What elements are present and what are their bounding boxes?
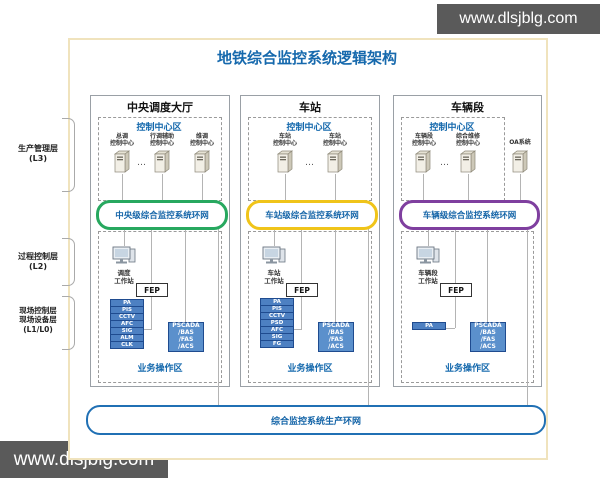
connector-line: [335, 174, 336, 200]
subsystem-cell: PA: [412, 322, 446, 330]
ring-label: 综合监控系统生产环网: [270, 416, 361, 427]
server-label: 车站 控制中心: [272, 133, 297, 148]
server-label: 总调 控制中心: [109, 133, 134, 148]
diagram-title: 地铁综合监控系统逻辑架构: [216, 49, 397, 67]
connector-line: [423, 174, 424, 200]
pscada-box: PSCADA /BAS /FAS /ACS: [470, 322, 506, 352]
business-operation-zone-label: 业务操作区: [444, 364, 490, 374]
ring-label: 车站级综合监控系统环网: [265, 211, 359, 221]
business-operation-zone: 业务操作区: [98, 231, 222, 383]
production-ring-network: 综合监控系统生产环网: [86, 405, 546, 435]
server-label: 维调 控制中心: [189, 133, 214, 148]
workstation-label: 调度 工作站: [114, 269, 134, 285]
server-icon: [413, 148, 433, 178]
connector-line: [294, 329, 302, 330]
subsystem-cell: CLK: [110, 341, 144, 349]
business-operation-zone: 业务操作区: [248, 231, 372, 383]
subsystem-cell: FG: [260, 340, 294, 348]
control-center-zone-label: 控制中心区: [136, 123, 182, 133]
connector-line: [285, 174, 286, 200]
workstation-icon: [111, 246, 137, 272]
layer-bracket-l3: [62, 118, 75, 192]
server-label: 综合维修 控制中心: [455, 133, 480, 148]
column-central-dispatch-hall: 中央调度大厅: [90, 95, 230, 387]
column-station: 车站: [240, 95, 380, 387]
connector-line: [202, 174, 203, 200]
connector-line: [335, 224, 336, 322]
station-ring-network: 车站级综合监控系统环网: [246, 200, 378, 230]
workstation-icon: [261, 246, 287, 272]
server-icon: [152, 148, 172, 178]
oa-server-label: OA系统: [509, 139, 531, 146]
oa-server-icon: [510, 148, 530, 178]
server-icon: [325, 148, 345, 178]
column-depot: 车辆段: [393, 95, 542, 387]
layer-label-l3: 生产管理层 (L3): [18, 144, 58, 163]
ellipsis: …: [137, 158, 146, 168]
connector-line: [301, 224, 302, 329]
connector-line: [218, 224, 219, 405]
layer-label-l2: 过程控制层 (L2): [18, 252, 58, 271]
workstation-label: 车站 工作站: [264, 269, 284, 285]
connector-line: [520, 174, 521, 200]
layer-bracket-l2: [62, 238, 75, 286]
connector-line: [446, 328, 455, 329]
server-label: 车辆段 控制中心: [411, 133, 436, 148]
column-header: 中央调度大厅: [127, 101, 193, 114]
server-label: 车站 控制中心: [322, 133, 347, 148]
control-center-zone-label: 控制中心区: [286, 123, 332, 133]
workstation-icon: [415, 246, 441, 272]
connector-line: [487, 224, 488, 322]
connector-line: [122, 174, 123, 200]
diagram-frame: [68, 38, 548, 460]
connector-line: [428, 224, 429, 246]
connector-line: [527, 224, 528, 405]
depot-ring-network: 车辆级综合监控系统环网: [399, 200, 540, 230]
column-header: 车站: [299, 101, 321, 114]
connector-line: [468, 174, 469, 200]
subsystem-stack: PA: [412, 322, 446, 330]
watermark-top-right: www.dlsjblg.com: [437, 4, 600, 34]
layer-label-l1l0: 现场控制层 现场设备层 (L1/L0): [19, 306, 57, 334]
ring-label: 车辆级综合监控系统环网: [422, 211, 517, 221]
business-operation-zone: 业务操作区: [401, 231, 534, 383]
connector-line: [124, 224, 125, 246]
connector-line: [368, 224, 369, 405]
connector-line: [162, 174, 163, 200]
layer-bracket-l1l0: [62, 296, 75, 350]
pscada-box: PSCADA /BAS /FAS /ACS: [168, 322, 204, 352]
business-operation-zone-label: 业务操作区: [137, 364, 183, 374]
connector-line: [185, 224, 186, 322]
connector-line: [144, 329, 152, 330]
server-icon: [275, 148, 295, 178]
server-icon: [112, 148, 132, 178]
fep-box: FEP: [286, 283, 318, 297]
central-ring-network: 中央级综合监控系统环网: [96, 200, 228, 230]
control-center-zone-label: 控制中心区: [429, 123, 475, 133]
workstation-label: 车辆段 工作站: [418, 269, 438, 285]
business-operation-zone-label: 业务操作区: [287, 364, 333, 374]
ellipsis: …: [440, 158, 449, 168]
pscada-box: PSCADA /BAS /FAS /ACS: [318, 322, 354, 352]
ring-label: 中央级综合监控系统环网: [115, 211, 209, 221]
connector-line: [151, 224, 152, 329]
server-label: 行调辅助 控制中心: [149, 133, 174, 148]
fep-box: FEP: [136, 283, 168, 297]
fep-box: FEP: [440, 283, 472, 297]
server-icon: [458, 148, 478, 178]
ellipsis: …: [305, 158, 314, 168]
column-header: 车辆段: [451, 101, 484, 114]
connector-line: [455, 224, 456, 328]
server-icon: [192, 148, 212, 178]
connector-line: [274, 224, 275, 246]
